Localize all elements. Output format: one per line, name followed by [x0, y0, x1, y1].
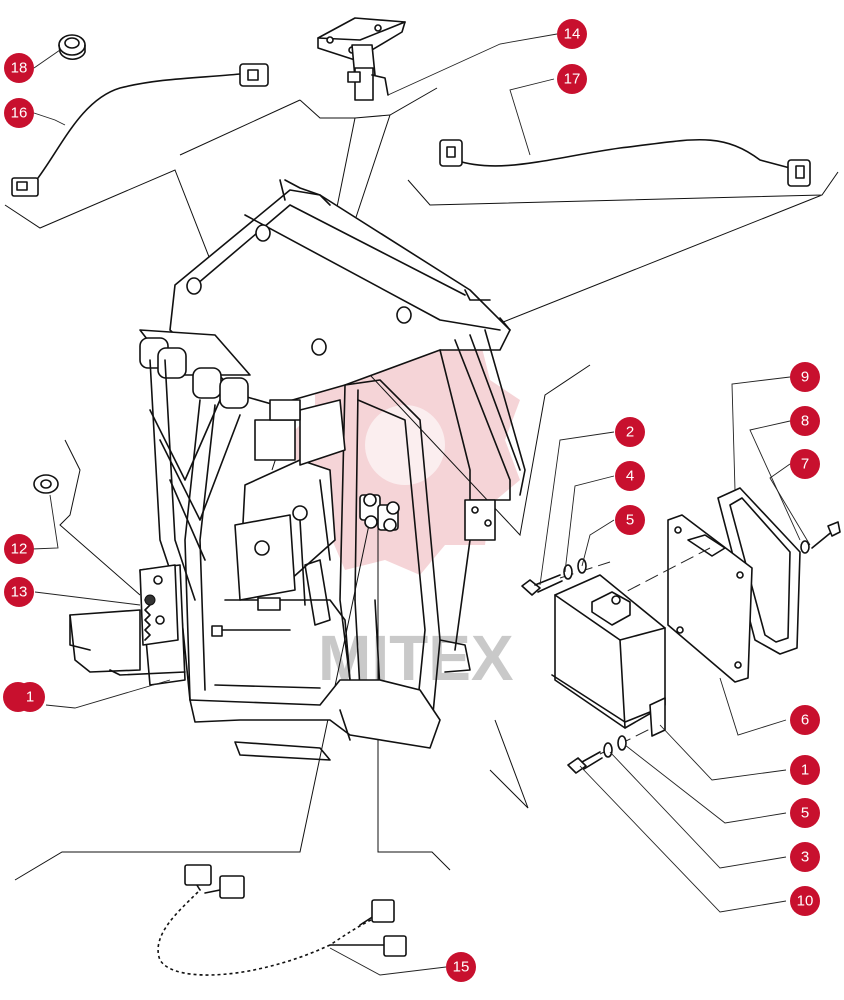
callout-5-lower[interactable]: 5 — [790, 798, 820, 828]
callout-9-label: 9 — [801, 369, 809, 386]
callout-1-left-label: 1 — [26, 689, 34, 706]
cab-floor — [189, 679, 441, 749]
callout-1-left[interactable]: 1 — [3, 682, 45, 712]
part-7-screw — [800, 521, 841, 554]
callout-10-label: 10 — [797, 893, 814, 910]
callout-9[interactable]: 9 — [790, 362, 820, 392]
part-16-cable — [11, 63, 269, 197]
callout-3[interactable]: 3 — [790, 842, 820, 872]
callout-13-label: 13 — [11, 584, 28, 601]
callout-2-label: 2 — [626, 424, 634, 441]
work-lights — [139, 329, 251, 409]
callout-7-label: 7 — [801, 456, 809, 473]
part-13-connector-plate — [139, 564, 179, 646]
callout-12-label: 12 — [11, 541, 28, 558]
callouts: 14 17 18 16 9 2 8 4 7 5 12 — [3, 19, 820, 982]
callout-1-right-label: 1 — [801, 762, 809, 779]
callout-1-right[interactable]: 1 — [790, 755, 820, 785]
part-17-cable — [439, 138, 811, 187]
callout-14[interactable]: 14 — [557, 19, 587, 49]
callout-8-label: 8 — [801, 413, 809, 430]
callout-6[interactable]: 6 — [790, 705, 820, 735]
callout-12[interactable]: 12 — [4, 534, 34, 564]
callout-14-label: 14 — [564, 26, 581, 43]
part-15-wiring-harness — [155, 864, 407, 978]
callout-15-label: 15 — [453, 959, 470, 976]
callout-6-label: 6 — [801, 712, 809, 729]
leader-lines — [31, 33, 811, 976]
callout-16-label: 16 — [11, 105, 28, 122]
callout-17-label: 17 — [564, 71, 581, 88]
cab-interior — [211, 399, 400, 691]
callout-10[interactable]: 10 — [790, 886, 820, 916]
callout-2[interactable]: 2 — [615, 417, 645, 447]
callout-4-label: 4 — [626, 468, 634, 485]
callout-3-label: 3 — [801, 849, 809, 866]
callout-8[interactable]: 8 — [790, 406, 820, 436]
callout-4[interactable]: 4 — [615, 461, 645, 491]
callout-7[interactable]: 7 — [790, 449, 820, 479]
cab-frame — [69, 179, 526, 761]
callout-5-upper-label: 5 — [626, 512, 634, 529]
part-6-plate — [609, 514, 753, 683]
part-14-seat-switch — [317, 17, 406, 101]
callout-18-label: 18 — [11, 60, 28, 77]
part-10-bolt — [567, 727, 653, 774]
callout-16[interactable]: 16 — [4, 98, 34, 128]
callout-15[interactable]: 15 — [446, 952, 476, 982]
part-2-bolt — [521, 558, 611, 596]
callout-13[interactable]: 13 — [4, 577, 34, 607]
callout-5-upper[interactable]: 5 — [615, 505, 645, 535]
part-1-controller — [551, 574, 666, 737]
part-18-grommet — [58, 34, 86, 61]
part-9-frame — [717, 487, 801, 655]
callout-18[interactable]: 18 — [4, 53, 34, 83]
callout-5-lower-label: 5 — [801, 805, 809, 822]
part-12-washer — [33, 474, 59, 494]
callout-17[interactable]: 17 — [557, 64, 587, 94]
